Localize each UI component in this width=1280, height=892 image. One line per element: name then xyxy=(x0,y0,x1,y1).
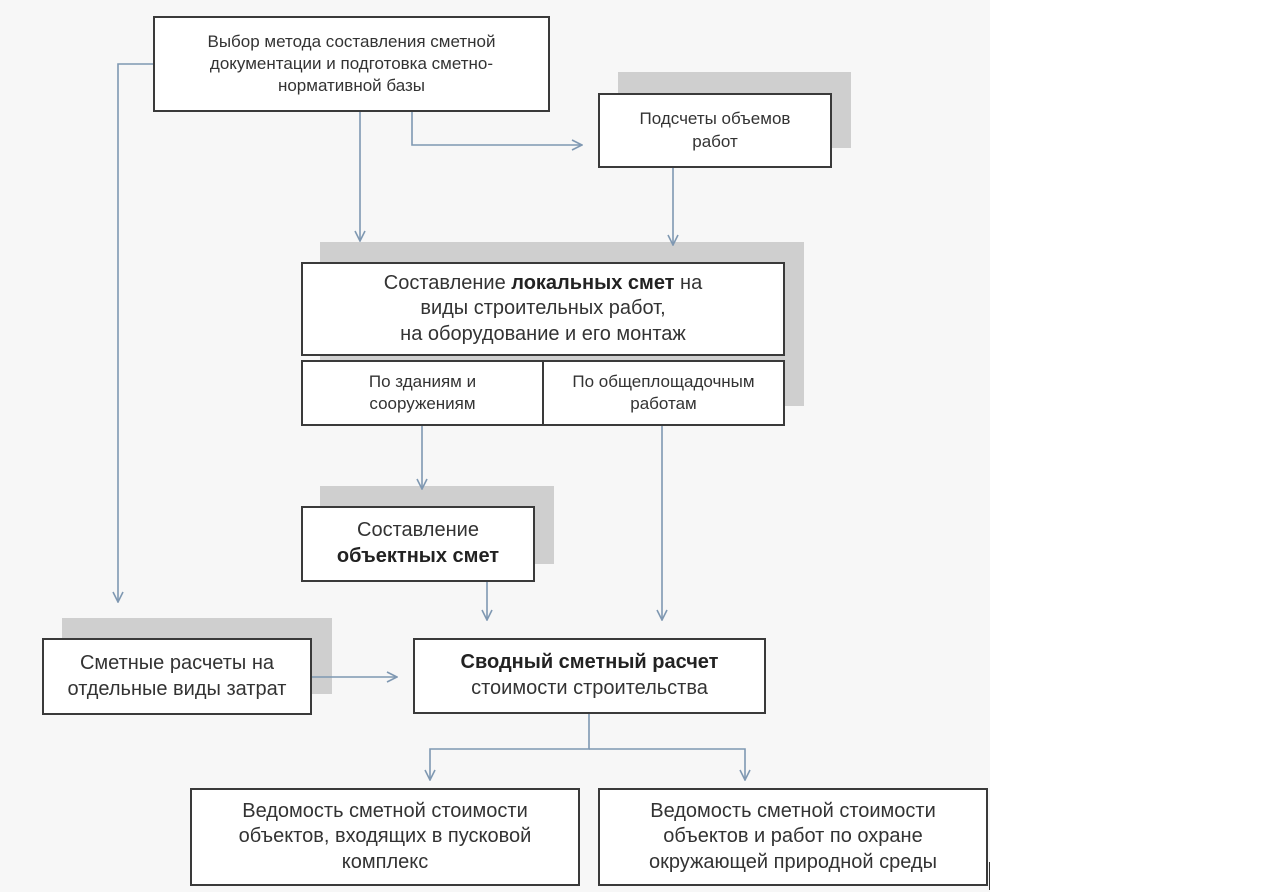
object-estimates-text-bold: объектных смет xyxy=(336,545,500,567)
summary-calc-box: Сводный сметный расчет стоимости строите… xyxy=(413,638,766,714)
method-selection-box: Выбор метода составления сметной докумен… xyxy=(153,16,550,112)
local-estimates-text-part1: Составление xyxy=(383,271,512,294)
separate-cost-calcs-text: Сметные расчеты на отдельные виды затрат xyxy=(67,651,287,700)
by-sitewide-works-box: По общеплощадочным работам xyxy=(542,360,785,426)
arrow-method-to-separate-calcs xyxy=(118,63,153,602)
local-estimates-text-part2: на виды строительных работ, на оборудова… xyxy=(400,271,703,345)
startup-complex-statement-box: Ведомость сметной стоимости объектов, вх… xyxy=(190,788,580,886)
object-estimates-text-part1: Составление xyxy=(357,519,479,542)
startup-complex-statement-text: Ведомость сметной стоимости объектов, вх… xyxy=(238,799,532,873)
summary-calc-text-bold: Сводный сметный расчет xyxy=(460,651,719,674)
object-estimates-box: Составление объектных смет xyxy=(301,506,535,582)
local-estimates-box: Составление локальных смет на виды строи… xyxy=(301,262,785,356)
arrow-summary-to-startup xyxy=(430,714,590,780)
object-estimates-text: Составление объектных смет xyxy=(337,518,499,569)
volume-counts-box: Подсчеты объемов работ xyxy=(598,93,832,168)
summary-calc-text-part2: стоимости строительства xyxy=(471,677,708,699)
local-estimates-text-bold: локальных смет xyxy=(511,271,675,294)
method-selection-text: Выбор метода составления сметной докумен… xyxy=(207,31,496,96)
by-buildings-box: По зданиям и сооружениям xyxy=(301,360,544,426)
summary-calc-text: Сводный сметный расчет стоимости строите… xyxy=(461,650,719,701)
arrow-method-to-volumes xyxy=(411,112,582,145)
volume-counts-text: Подсчеты объемов работ xyxy=(639,109,791,151)
by-sitewide-works-text: По общеплощадочным работам xyxy=(572,371,755,413)
by-buildings-text: По зданиям и сооружениям xyxy=(368,371,477,413)
arrow-summary-to-environment xyxy=(589,748,745,780)
edge-marker xyxy=(989,862,990,890)
environment-statement-text: Ведомость сметной стоимости объектов и р… xyxy=(649,799,937,873)
separate-cost-calcs-box: Сметные расчеты на отдельные виды затрат xyxy=(42,638,312,715)
environment-statement-box: Ведомость сметной стоимости объектов и р… xyxy=(598,788,988,886)
local-estimates-text: Составление локальных смет на виды строи… xyxy=(384,271,702,348)
